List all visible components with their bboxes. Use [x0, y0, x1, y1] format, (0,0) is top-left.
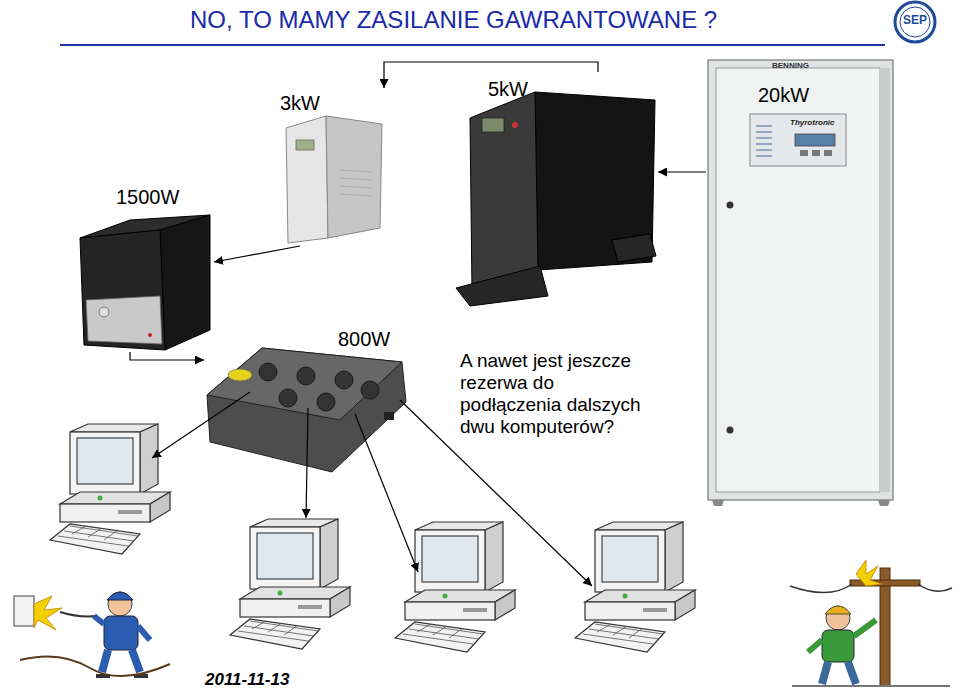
- rectifier-cabinet-20kw: [716, 68, 880, 492]
- brand-name: BENNING: [772, 61, 809, 70]
- cartoon-electrician-right: [808, 620, 876, 652]
- sep-logo: [895, 2, 935, 42]
- date-stamp: 2011-11-13: [205, 670, 289, 690]
- computers: [575, 522, 695, 652]
- ups-tower-3kw: [286, 116, 328, 243]
- ups-rack-5kw: [456, 92, 656, 306]
- ups-3kw: 3kW: [272, 88, 387, 246]
- computers: [230, 519, 350, 649]
- power-strip-ups-800w: [384, 412, 394, 420]
- cartoon-electrician-right: [822, 630, 854, 662]
- cartoon-electrician-right: [826, 606, 850, 630]
- ups-5kw: 5kW: [458, 72, 658, 302]
- rectifier-cabinet-20kw: [800, 150, 808, 156]
- power-rating: 1500W: [116, 186, 179, 209]
- cartoon-electrician-right: [825, 606, 851, 614]
- cartoon-electrician-left: [94, 616, 150, 640]
- note-text: A nawet jest jeszcze rezerwa do podłącze…: [460, 350, 655, 437]
- cartoon-electrician-right: [790, 560, 952, 686]
- cartoon-electrician-left: [60, 612, 96, 617]
- rectifier-cabinet-20kw: [824, 150, 832, 156]
- power-rating: 5kW: [488, 78, 528, 101]
- cartoon-electrician-left: [14, 592, 170, 676]
- power-strip-800w: 800W: [204, 326, 409, 476]
- brand-name: Thyrotronic: [790, 118, 834, 127]
- ups-desktop-1500w: [80, 230, 165, 350]
- power-strip-ups-800w: [297, 367, 315, 385]
- rectifier-cabinet-20kw: [727, 202, 734, 209]
- ups-tower-3kw: [296, 140, 314, 150]
- logo-text: SEP: [895, 14, 935, 28]
- rectifier-cabinet-20kw: [795, 134, 835, 146]
- rectifier-cabinet-20kw: [812, 150, 820, 156]
- power-strip-ups-800w: [361, 381, 379, 399]
- cartoon-electrician-left: [20, 656, 170, 676]
- power-rating: 800W: [338, 328, 390, 351]
- ups-desktop-1500w: [160, 215, 210, 350]
- computers: [50, 424, 170, 554]
- ups-rack-5kw: [612, 234, 656, 262]
- computers: [395, 522, 515, 652]
- power-strip-ups-800w: [207, 348, 402, 420]
- cartoon-electrician-right: [850, 580, 920, 586]
- power-strip-ups-800w: [279, 389, 297, 407]
- computer-feeds: [355, 414, 418, 572]
- power-feed-arrow: [214, 246, 300, 262]
- rectifier-cabinet-20kw: [880, 68, 890, 492]
- ups-1500w: 1500W: [76, 186, 214, 352]
- ups-desktop-1500w: [80, 215, 210, 350]
- ups-rack-5kw: [456, 266, 548, 306]
- rectifier-cabinet-20kw: [756, 126, 772, 156]
- power-strip-ups-800w: [259, 363, 277, 381]
- rectifier-cabinet-20kw: [708, 60, 893, 506]
- computer-feeds: [306, 408, 308, 518]
- power-rating: 20kW: [758, 84, 809, 107]
- cartoon-electrician-left: [102, 650, 140, 672]
- ups-tower-3kw: [286, 116, 382, 243]
- cartoon-electrician-right: [792, 685, 950, 687]
- cartoon-electrician-left: [104, 616, 138, 650]
- cartoon-electrician-right: [856, 560, 882, 586]
- power-feed-arrow: [658, 171, 706, 172]
- power-strip-ups-800w: [228, 369, 252, 381]
- cartoon-electrician-left: [107, 592, 133, 600]
- cartoon-electrician-left: [108, 592, 132, 616]
- cartoon-electrician-left: [14, 596, 34, 626]
- power-strip-ups-800w: [207, 348, 406, 472]
- title-rule: [60, 45, 885, 46]
- ups-tower-3kw: [340, 170, 372, 196]
- page-title: NO, TO MAMY ZASILANIE GAWRANTOWANE ?: [190, 6, 717, 34]
- rectifier-cabinet-20kw: [727, 427, 734, 434]
- rectifier-cabinet-20kw: [712, 500, 724, 506]
- cartoon-electrician-left: [34, 596, 62, 630]
- power-feed-arrow: [130, 352, 204, 360]
- rectifier-cabinet-20kw: [878, 500, 890, 506]
- ups-tower-3kw: [326, 116, 382, 238]
- power-strip-ups-800w: [317, 393, 335, 411]
- power-strip-ups-800w: [207, 348, 406, 472]
- ups-desktop-1500w: [148, 333, 152, 337]
- ups-rack-5kw: [482, 118, 504, 132]
- sep-logo: [895, 2, 935, 42]
- ups-desktop-1500w: [99, 307, 109, 317]
- rectifier-cabinet-20kw: [708, 60, 893, 500]
- computer-feeds: [152, 392, 250, 458]
- cartoon-electrician-right: [822, 662, 856, 684]
- title-rule: [60, 44, 885, 46]
- power-strip-ups-800w: [335, 371, 353, 389]
- rectifier-cabinet-20kw: [750, 114, 846, 166]
- ups-rack-5kw: [512, 122, 518, 128]
- ups-rack-5kw: [535, 92, 655, 270]
- power-rating: 3kW: [280, 92, 320, 115]
- ups-desktop-1500w: [86, 296, 162, 344]
- ups-rack-5kw: [470, 92, 538, 292]
